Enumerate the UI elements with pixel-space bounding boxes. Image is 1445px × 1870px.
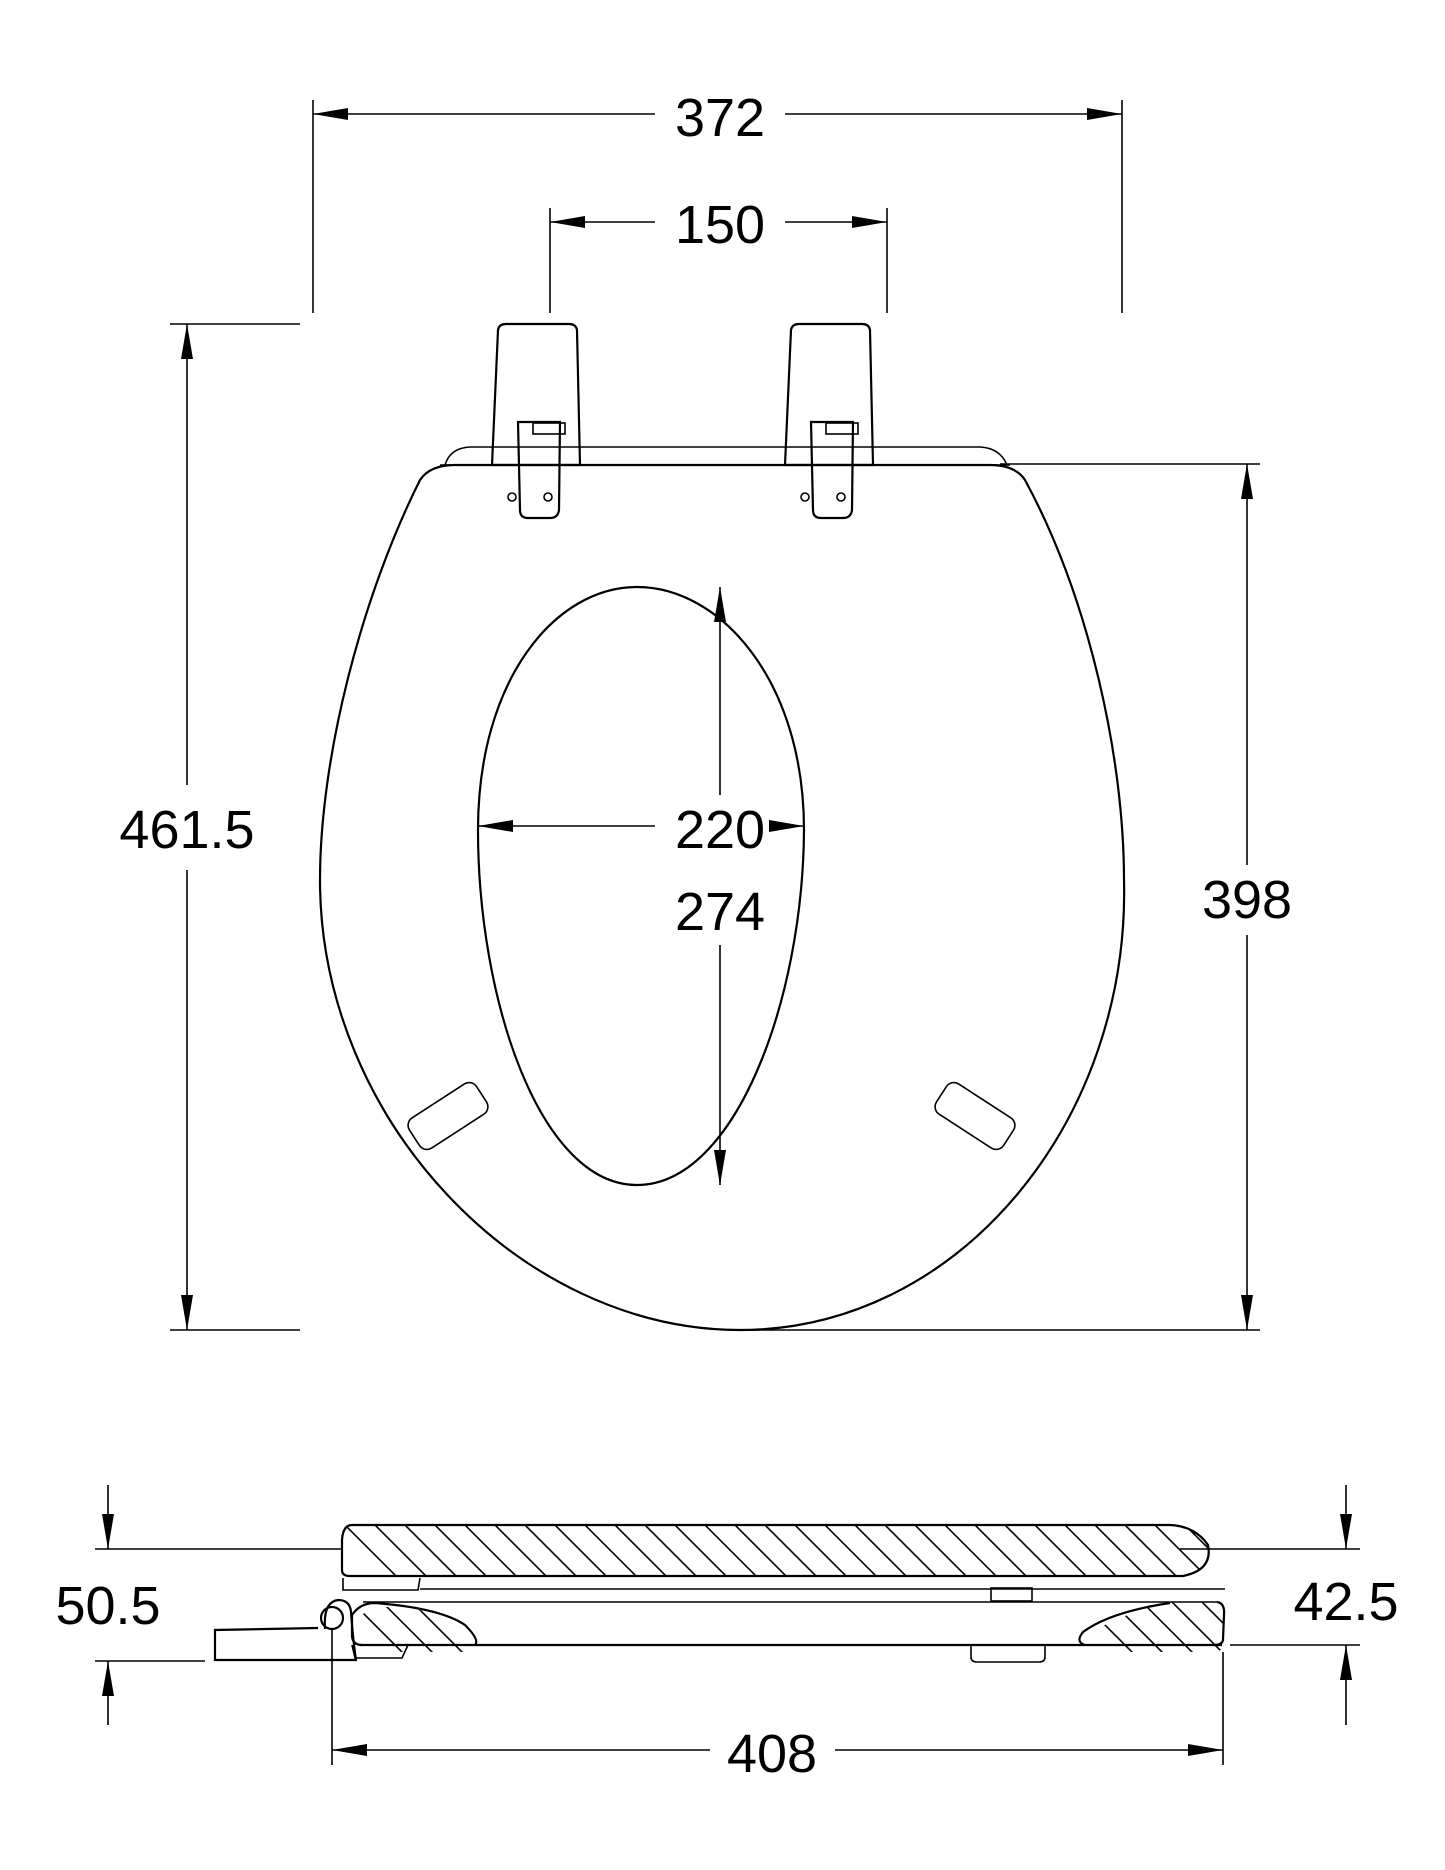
seat-opening	[476, 585, 806, 1187]
dimension-seat-length: 398	[745, 463, 1292, 1331]
lid-section	[340, 1523, 1225, 1602]
dimension-label-opening-length: 274	[675, 882, 765, 942]
hinge-left	[490, 322, 582, 520]
dimension-label-hinge-spacing: 150	[675, 195, 765, 255]
dimension-overall-depth: 408	[332, 1652, 1224, 1784]
hinge-bar	[440, 446, 1010, 466]
hinge-pivot	[213, 1598, 358, 1765]
dimension-label-overall-width: 372	[675, 88, 765, 148]
top-view: 372 150	[119, 88, 1292, 1332]
dimension-label-hinge-height: 50.5	[55, 1576, 160, 1636]
seat-outline	[318, 463, 1126, 1332]
dimension-hinge-spacing: 150	[549, 195, 888, 313]
dimension-opening-width: 220	[478, 800, 804, 860]
hinge-right	[783, 322, 875, 520]
dimension-label-front-height: 42.5	[1293, 1572, 1398, 1632]
dimension-front-height: 42.5	[1180, 1485, 1399, 1725]
buffer-left	[407, 1081, 489, 1151]
dimension-label-seat-length: 398	[1202, 870, 1292, 930]
dimension-label-overall-length: 461.5	[119, 800, 254, 860]
dimension-opening-length: 274	[675, 587, 765, 1185]
side-view: 50.5 42.5 408	[55, 1485, 1399, 1784]
dimension-overall-length: 461.5	[119, 323, 300, 1331]
seat-ring-section	[350, 1600, 1226, 1663]
dimension-hinge-height: 50.5	[55, 1485, 342, 1725]
dimension-label-opening-width: 220	[675, 800, 765, 860]
dimension-label-overall-depth: 408	[727, 1724, 817, 1784]
dimension-overall-width: 372	[312, 88, 1123, 313]
front-buffer	[970, 1645, 1046, 1663]
buffer-right	[934, 1081, 1016, 1151]
